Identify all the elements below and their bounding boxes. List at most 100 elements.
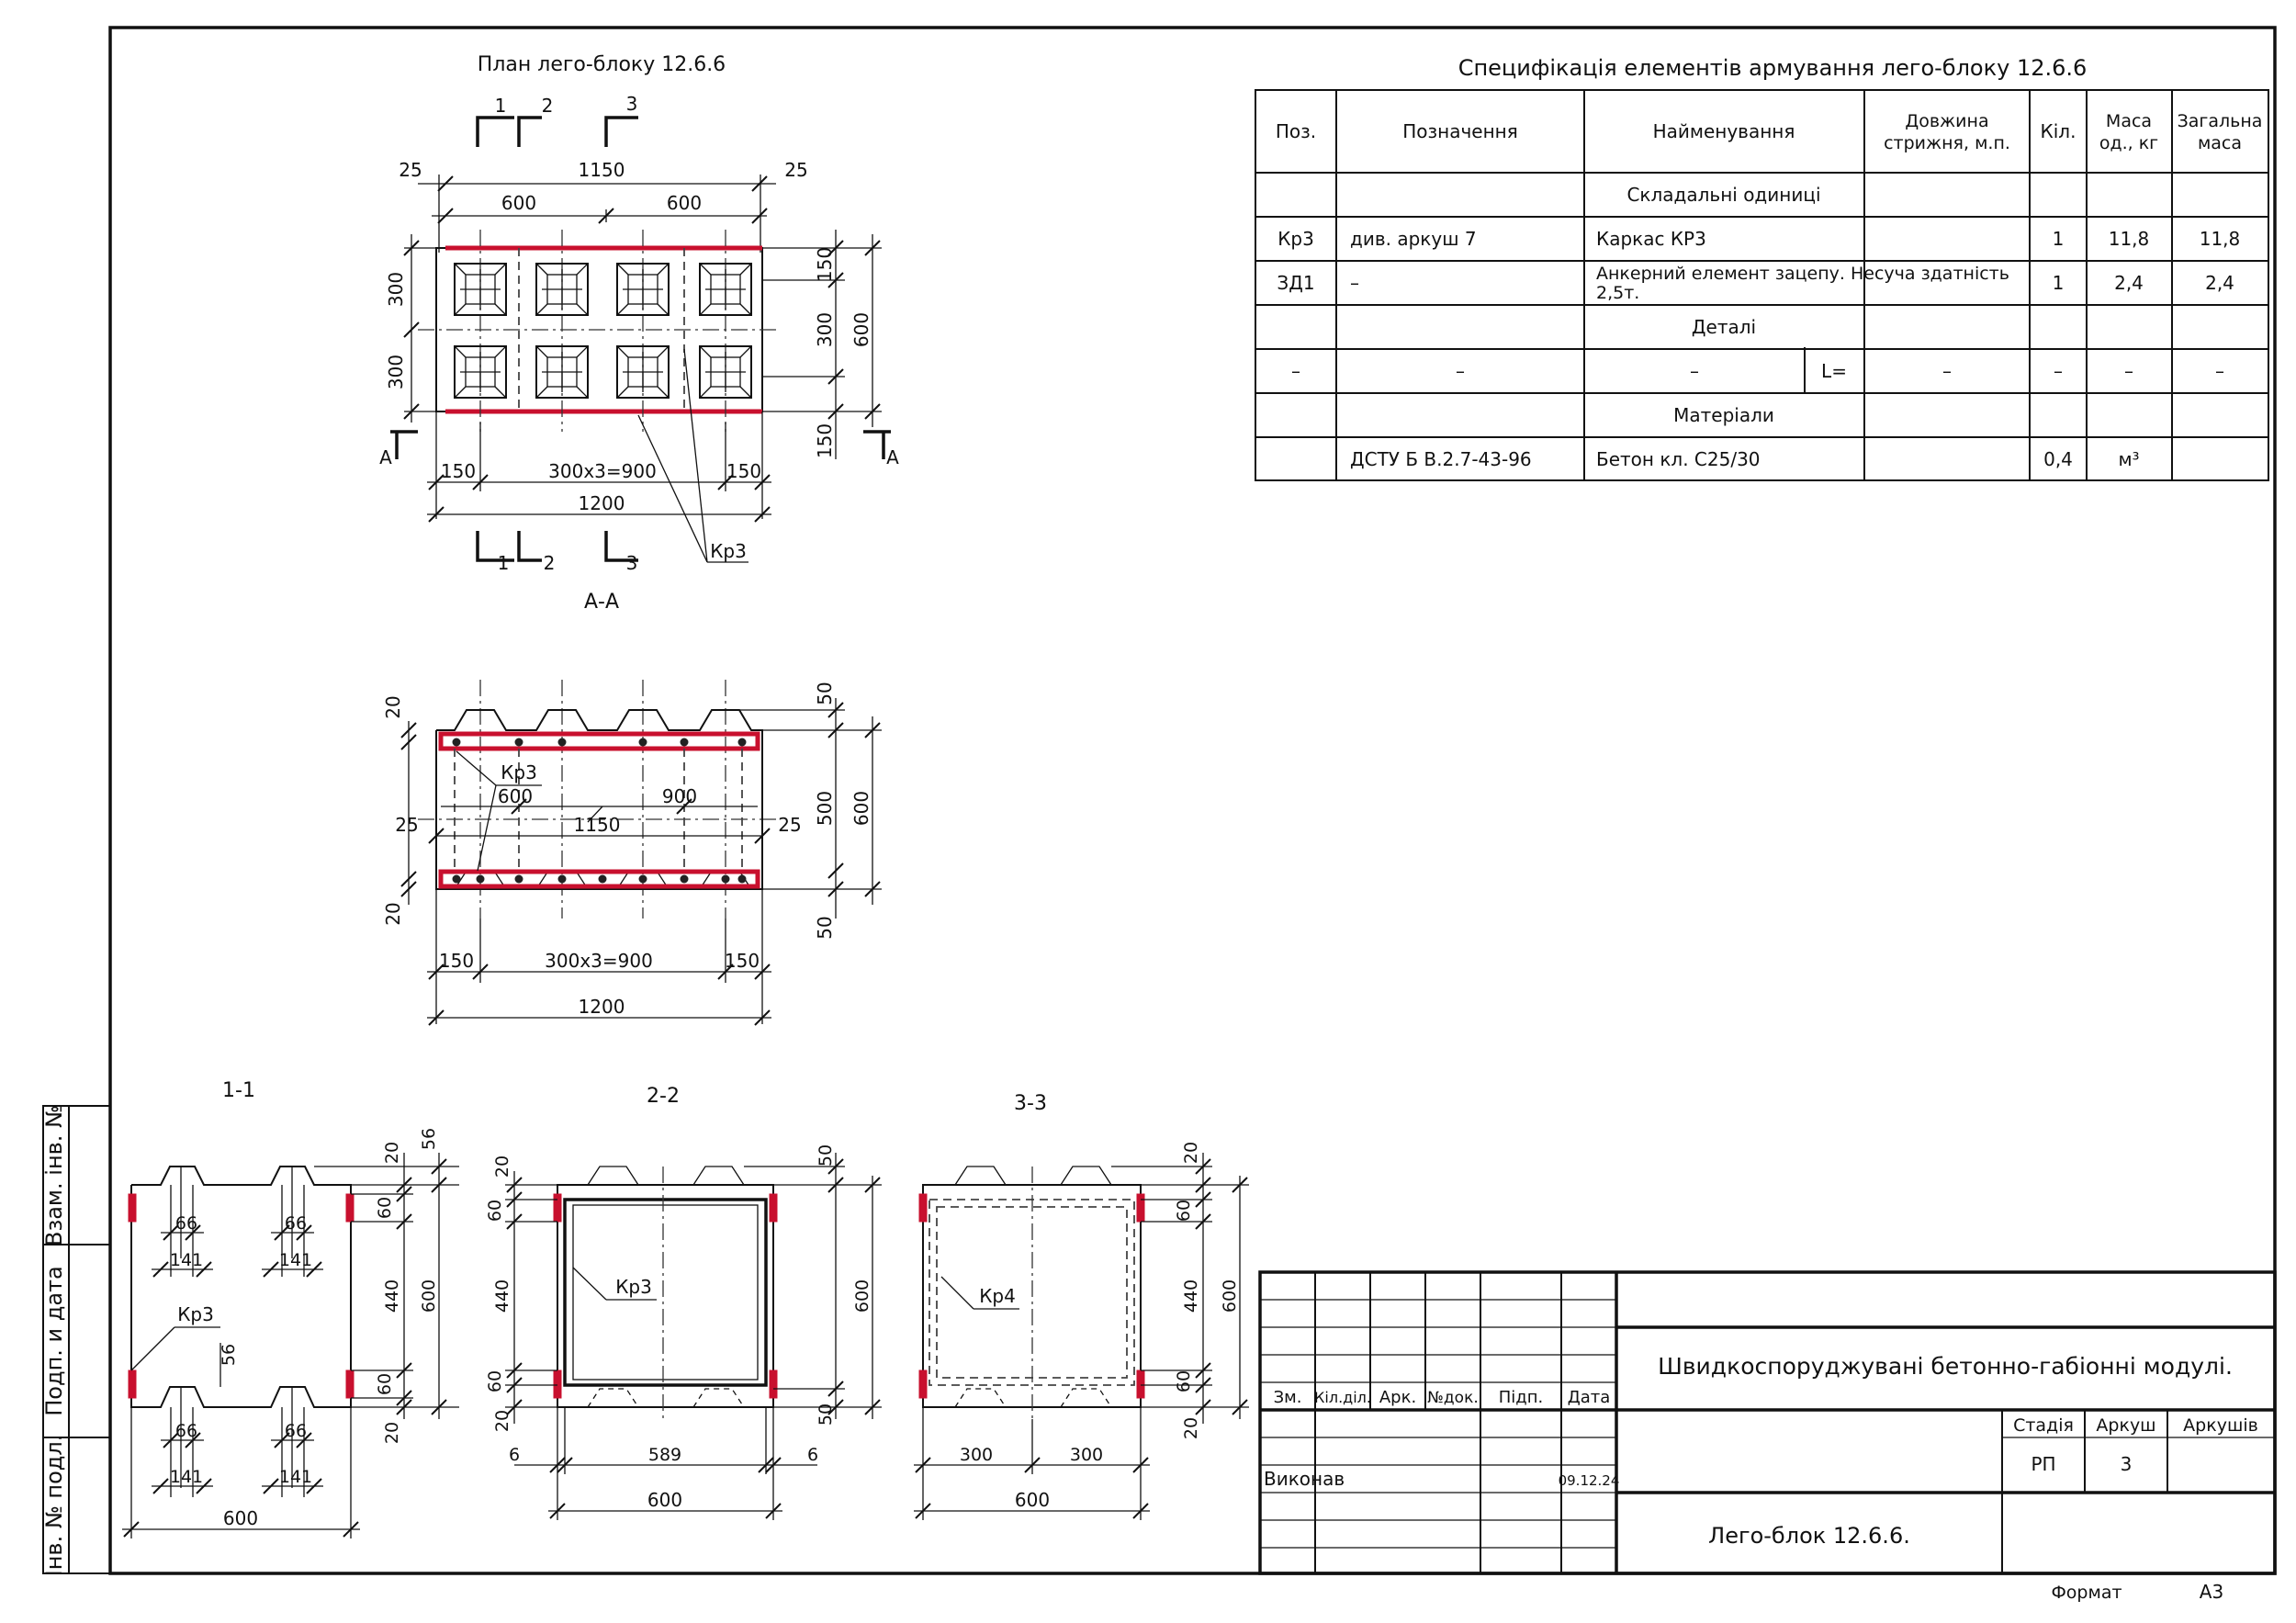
- spec-kr3-mass: 11,8: [2109, 228, 2150, 250]
- spec-table: Специфікація елементів армування лего-бл…: [1255, 55, 2269, 481]
- spec-kr3-qty: 1: [2053, 228, 2065, 250]
- s22-dim-440: 440: [492, 1279, 512, 1313]
- sheet-frame: [42, 26, 2277, 1575]
- s11-dim-141-a: 141: [170, 1250, 203, 1270]
- s11-dim-66-a: 66: [175, 1213, 197, 1234]
- aa-dim-600: 600: [498, 785, 533, 807]
- dim-300-left-a: 300: [385, 272, 407, 307]
- s11-dim-56-top: 56: [419, 1128, 439, 1150]
- dim-150-right-top: 150: [814, 247, 836, 282]
- side-stamp: Взам. інв. № Подп. и дата Інв. № подл.: [41, 1105, 67, 1576]
- aa-dim-150-left: 150: [439, 950, 474, 972]
- dim-300x3-bottom: 300x3=900: [548, 460, 657, 482]
- aa-kr3-label: Кр3: [501, 761, 537, 783]
- s22-kr3-label: Кр3: [615, 1276, 652, 1298]
- plan-kr3-label: Кр3: [710, 540, 747, 562]
- spec-zd1-qty: 1: [2053, 272, 2065, 294]
- plan-kr3-leader: Кр3: [637, 348, 748, 563]
- plan-dims-right: 150 300 150 600: [762, 230, 882, 459]
- format-label: Формат А3: [2051, 1581, 2223, 1603]
- aa-dim-25-right: 25: [778, 814, 801, 836]
- s33-dim-300-left: 300: [960, 1445, 993, 1465]
- spec-group-materials: Матеріали: [1673, 404, 1774, 426]
- section-aa-title: А-А: [584, 591, 619, 614]
- stamp-performer-role: Виконав: [1264, 1468, 1345, 1490]
- spec-material-unit: м³: [2118, 448, 2139, 470]
- aa-dim-50-bottom: 50: [814, 916, 836, 939]
- spec-material-designation: ДСТУ Б В.2.7-43-96: [1350, 448, 1532, 470]
- plan-pockets: [454, 263, 752, 399]
- s22-dim-60-top: 60: [485, 1200, 505, 1222]
- plan-dims-bottom: 150 300x3=900 150 1200: [427, 411, 771, 523]
- stamp-sheet-label: Аркуш: [2096, 1415, 2155, 1436]
- aa-dim-600-total: 600: [850, 791, 872, 826]
- dim-150-bottom-right: 150: [726, 460, 761, 482]
- spec-header-designation: Позначення: [1402, 120, 1518, 142]
- spec-zd1-name: Анкерний елемент зацепу. Несуча здатніст…: [1596, 264, 2009, 284]
- aa-dim-1150: 1150: [574, 814, 621, 836]
- cut-markers-top: 1 2 3: [476, 93, 638, 147]
- spec-detail-qty: –: [2054, 360, 2063, 382]
- section-a-left: А: [379, 446, 392, 468]
- side-stamp-original: Інв. № подл.: [41, 1435, 67, 1577]
- s33-dim-300-right: 300: [1070, 1445, 1103, 1465]
- spec-zd1-total: 2,4: [2205, 272, 2234, 294]
- s11-dim-141-d: 141: [279, 1467, 312, 1487]
- spec-zd1-mass: 2,4: [2114, 272, 2144, 294]
- section-a-markers: А А: [379, 430, 899, 468]
- aa-dim-1200: 1200: [579, 996, 625, 1018]
- stamp-stage-label: Стадія: [2013, 1415, 2074, 1436]
- section-2-2-view: 2-2 Кр3 20 60 440 60 20: [485, 1085, 882, 1520]
- cut-markers-bottom: 1 2 3: [476, 531, 638, 574]
- s22-dim-20-top: 20: [492, 1155, 512, 1178]
- s22-dim-589: 589: [648, 1445, 681, 1465]
- dim-600-left: 600: [501, 192, 536, 214]
- dim-600-right-total: 600: [850, 312, 872, 347]
- section-3-3-title: 3-3: [1014, 1092, 1047, 1115]
- aa-dim-20-bottom: 20: [382, 902, 404, 925]
- spec-detail-length: –: [1942, 360, 1952, 382]
- aa-dim-20-top: 20: [382, 695, 404, 718]
- dim-300-right: 300: [814, 312, 836, 347]
- stamp-project: Швидкоспоруджувані бетонно-габіонні моду…: [1658, 1353, 2233, 1380]
- cut-1-bottom: 1: [498, 552, 510, 574]
- stamp-col-date: Дата: [1568, 1388, 1611, 1407]
- section-3-3-view: 3-3 Кр4 20 60 440 600 60 20: [914, 1092, 1249, 1520]
- s22-dim-600-bottom: 600: [647, 1489, 682, 1511]
- section-aa-outline: [435, 709, 763, 890]
- spec-group-assemblies: Складальні одиниці: [1626, 184, 1820, 206]
- s33-dim-60-top: 60: [1174, 1200, 1194, 1222]
- format-caption: Формат: [2051, 1583, 2122, 1603]
- spec-detail-designation: –: [1456, 360, 1465, 382]
- spec-header-mass2: од., кг: [2099, 133, 2158, 153]
- cut-2-bottom: 2: [544, 552, 556, 574]
- dim-25-right: 25: [784, 159, 807, 181]
- s11-dim-66-b: 66: [285, 1213, 307, 1234]
- spec-title: Специфікація елементів армування лего-бл…: [1458, 55, 2088, 81]
- s33-dim-60-bottom: 60: [1174, 1370, 1194, 1392]
- aa-dim-500: 500: [814, 791, 836, 826]
- stamp-col-change: Зм.: [1274, 1388, 1302, 1407]
- stamp-sheets-label: Аркушів: [2183, 1415, 2258, 1436]
- dim-1200-bottom: 1200: [579, 492, 625, 514]
- stamp-date: 09.12.24: [1559, 1472, 1620, 1489]
- s33-dim-600-total: 600: [1220, 1279, 1240, 1313]
- stamp-col-sign: Підп.: [1499, 1388, 1543, 1407]
- spec-detail-total: –: [2215, 360, 2224, 382]
- s11-dim-60-bottom: 60: [375, 1373, 395, 1395]
- s33-dim-20-top: 20: [1181, 1142, 1201, 1164]
- s33-dim-440: 440: [1181, 1279, 1201, 1313]
- spec-detail-l: L=: [1821, 360, 1847, 382]
- title-block: Зм. Кіл.діл. Арк. №док. Підп. Дата Викон…: [1258, 1270, 2277, 1575]
- s11-dim-56-mid: 56: [219, 1344, 239, 1366]
- aa-dim-300x3: 300x3=900: [545, 950, 653, 972]
- spec-zd1-pos: ЗД1: [1277, 272, 1314, 294]
- spec-detail-name: –: [1690, 360, 1699, 382]
- dim-300-left-b: 300: [385, 355, 407, 389]
- spec-kr3-total: 11,8: [2200, 228, 2241, 250]
- s11-dim-20-bottom: 20: [382, 1422, 402, 1444]
- stamp-col-doc: №док.: [1427, 1389, 1479, 1407]
- cut-3-bottom: 3: [626, 552, 638, 574]
- s33-dim-20-bottom: 20: [1181, 1417, 1201, 1439]
